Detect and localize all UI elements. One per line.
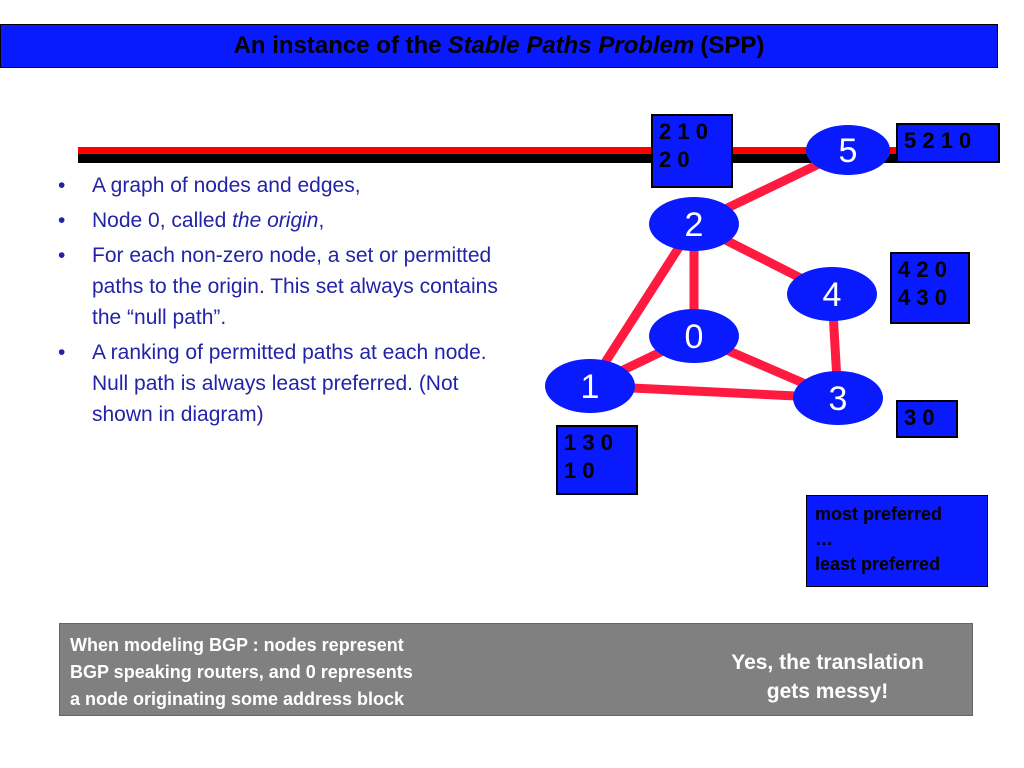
header-rule-black — [78, 154, 943, 163]
paths-node-1: 1 3 0 1 0 — [556, 425, 638, 495]
paths-node-2: 2 1 0 2 0 — [651, 114, 733, 188]
edge-2-1 — [585, 219, 699, 391]
note-right-line: Yes, the translation — [731, 651, 924, 674]
node-2 — [649, 197, 739, 251]
node-label-5: 5 — [839, 132, 858, 170]
note-line: BGP speaking routers, and 0 represents — [70, 662, 413, 682]
bullet-text: A graph of nodes and edges, — [92, 174, 361, 197]
bgp-note-box: When modeling BGP : nodes represent BGP … — [59, 623, 973, 716]
path-entry: 3 0 — [904, 405, 935, 430]
path-entry: 4 3 0 — [898, 285, 947, 310]
note-line: When modeling BGP : nodes represent — [70, 635, 404, 655]
paths-node-5: 5 2 1 0 — [896, 123, 1000, 163]
bullet-text-before: Node 0, called — [92, 209, 233, 232]
path-entry: 5 2 1 0 — [904, 128, 972, 153]
bullet-item: For each non-zero node, a set or permitt… — [50, 240, 500, 333]
bullet-item: Node 0, called the origin, — [50, 205, 500, 236]
bgp-note-text: When modeling BGP : nodes represent BGP … — [70, 632, 413, 713]
node-label-3: 3 — [829, 380, 848, 418]
note-line: a node originating some address block — [70, 689, 405, 709]
preference-legend: most preferred … least preferred — [806, 495, 988, 587]
bullet-list: A graph of nodes and edges, Node 0, call… — [50, 170, 500, 434]
header-rule-red — [78, 147, 943, 154]
note-right-line: gets messy! — [766, 680, 889, 703]
title-prefix: An instance of the — [233, 32, 442, 59]
node-4 — [787, 267, 877, 321]
path-entry: 4 2 0 — [898, 257, 947, 282]
graph-node-labels: 5 2 4 0 1 3 — [581, 132, 858, 418]
node-label-2: 2 — [685, 206, 704, 244]
path-entry: 2 0 — [659, 147, 690, 172]
bullet-item: A ranking of permitted paths at each nod… — [50, 337, 500, 430]
path-entry: 1 3 0 — [564, 430, 613, 455]
legend-ellipsis: … — [815, 529, 833, 549]
title-italic: Stable Paths Problem — [447, 32, 695, 59]
paths-node-4: 4 2 0 4 3 0 — [890, 252, 970, 324]
node-label-0: 0 — [685, 318, 704, 356]
title-suffix: (SPP) — [700, 32, 765, 59]
bullet-text: For each non-zero node, a set or permitt… — [92, 244, 498, 329]
legend-least-preferred: least preferred — [815, 554, 941, 574]
node-label-1: 1 — [581, 368, 600, 406]
paths-node-3: 3 0 — [896, 400, 958, 438]
legend-most-preferred: most preferred — [815, 504, 943, 524]
bullet-text-after: , — [318, 209, 325, 232]
node-0 — [649, 309, 739, 363]
node-5 — [806, 125, 890, 175]
bullet-item: A graph of nodes and edges, — [50, 170, 500, 201]
bullet-text-italic: the origin — [232, 209, 319, 232]
node-3 — [793, 371, 883, 425]
path-entry: 2 1 0 — [659, 119, 708, 144]
bullet-text: A ranking of permitted paths at each nod… — [92, 341, 487, 426]
slide-title: An instance of the Stable Paths Problem … — [0, 24, 998, 68]
translation-note: Yes, the translation gets messy! — [660, 648, 995, 706]
node-label-4: 4 — [823, 276, 842, 314]
node-1 — [545, 359, 635, 413]
graph-nodes — [545, 125, 890, 425]
path-entry: 1 0 — [564, 458, 595, 483]
